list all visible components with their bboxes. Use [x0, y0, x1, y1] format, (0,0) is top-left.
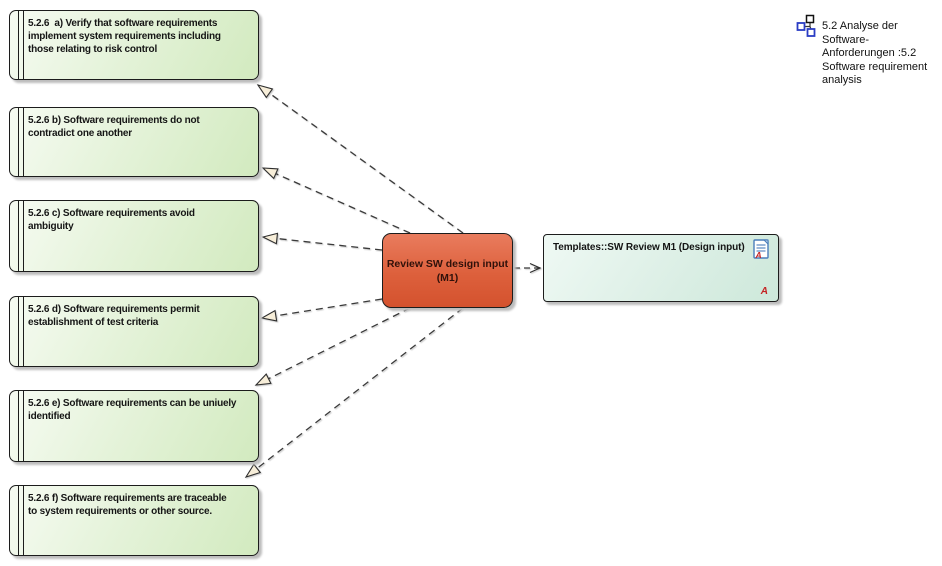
svg-text:A: A	[755, 250, 762, 260]
review-activity-box[interactable]: Review SW design input (M1)	[382, 233, 513, 308]
requirement-text: 5.2.6 e) Software requirements can be un…	[28, 398, 237, 422]
requirement-box-f[interactable]: 5.2.6 f) Software requirements are trace…	[9, 485, 259, 556]
requirement-box-c[interactable]: 5.2.6 c) Software requirements avoid amb…	[9, 200, 259, 272]
requirement-text: 5.2.6 f) Software requirements are trace…	[28, 493, 227, 517]
activity-partition-lines	[18, 11, 24, 79]
requirement-text: 5.2.6 a) Verify that software requiremen…	[28, 18, 221, 55]
composite-diagram-icon[interactable]	[796, 14, 819, 38]
requirement-text: 5.2.6 b) Software requirements do not co…	[28, 115, 200, 139]
realize-connector-req-f[interactable]	[244, 307, 464, 478]
artifact-label: Templates::SW Review M1 (Design input)	[553, 242, 745, 253]
requirement-text: 5.2.6 d) Software requirements permit es…	[28, 304, 200, 328]
requirement-box-a[interactable]: 5.2.6 a) Verify that software requiremen…	[9, 10, 259, 80]
activity-partition-lines	[18, 108, 24, 176]
requirement-box-e[interactable]: 5.2.6 e) Software requirements can be un…	[9, 390, 259, 462]
requirement-text: 5.2.6 c) Software requirements avoid amb…	[28, 208, 195, 232]
legend-text: 5.2 Analyse der Software- Anforderungen …	[822, 20, 928, 86]
activity-partition-lines	[18, 297, 24, 366]
activity-label: Review SW design input (M1)	[386, 257, 509, 284]
activity-partition-lines	[18, 391, 24, 461]
realize-connector-req-c[interactable]	[261, 232, 383, 251]
document-artifact-icon: A	[753, 239, 769, 260]
requirement-box-b[interactable]: 5.2.6 b) Software requirements do not co…	[9, 107, 259, 177]
template-artifact-box[interactable]: Templates::SW Review M1 (Design input) A…	[543, 234, 779, 302]
activity-partition-lines	[18, 201, 24, 271]
realize-connector-req-d[interactable]	[260, 298, 383, 322]
requirement-box-d[interactable]: 5.2.6 d) Software requirements permit es…	[9, 296, 259, 367]
realize-connector-req-a[interactable]	[256, 84, 464, 234]
artifact-corner-marker: A	[760, 286, 768, 297]
realize-connector-req-b[interactable]	[261, 167, 411, 234]
activity-partition-lines	[18, 486, 24, 555]
realize-connector-req-e[interactable]	[254, 307, 411, 386]
